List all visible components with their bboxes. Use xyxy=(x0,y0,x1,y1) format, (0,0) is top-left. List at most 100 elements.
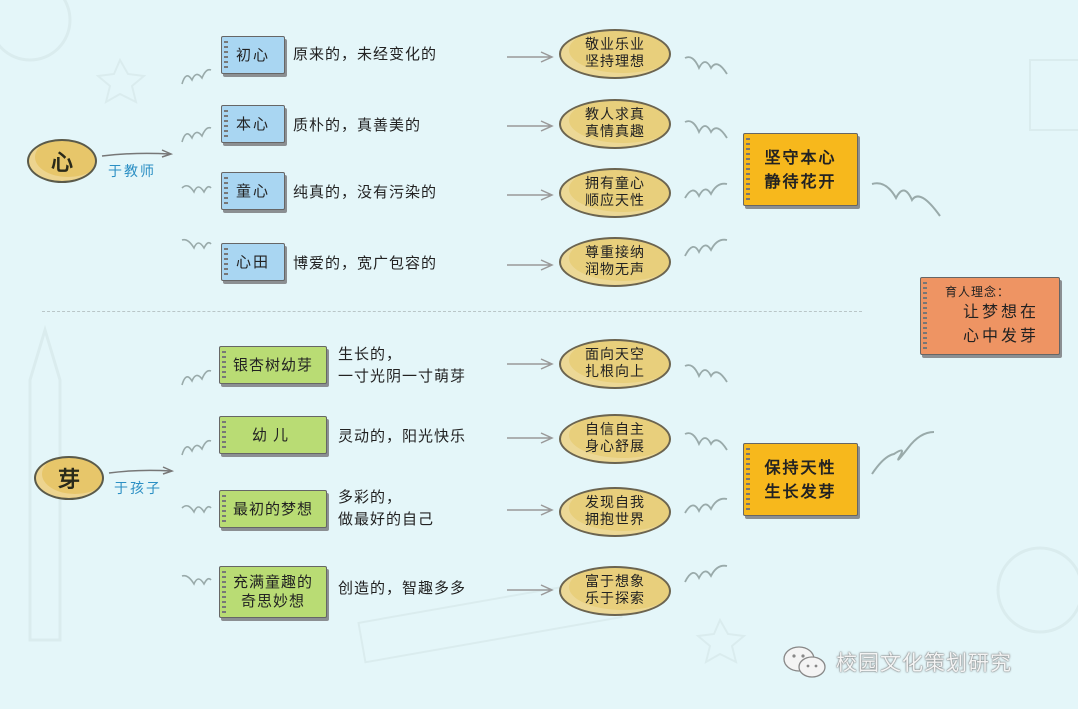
desc-text: 灵动的，阳光快乐 xyxy=(338,425,466,447)
result-line: 富于想象 xyxy=(585,574,645,590)
summary-line: 生长发芽 xyxy=(764,481,837,501)
desc-line: 生长的， xyxy=(338,345,403,363)
arrow-right-icon xyxy=(507,584,554,596)
arrow-right-icon xyxy=(507,189,554,201)
section-divider xyxy=(42,311,862,312)
result-line: 身心舒展 xyxy=(585,439,645,455)
curl-connector-icon xyxy=(181,238,212,250)
desc-line: 灵动的，阳光快乐 xyxy=(338,427,467,445)
curl-connector-icon xyxy=(684,364,728,383)
philosophy-line: 让梦想在 xyxy=(963,302,1040,321)
desc-line: 创造的，智趣多多 xyxy=(338,579,467,597)
result-line: 润物无声 xyxy=(585,262,645,278)
wechat-icon xyxy=(783,646,826,678)
desc-line: 一寸光阴一寸萌芽 xyxy=(338,367,467,385)
root-node-heart: 心 xyxy=(27,139,97,183)
curl-connector-icon xyxy=(871,182,941,217)
root-arrow-icon xyxy=(108,466,175,475)
term-box-benxin: 本心 xyxy=(221,105,285,143)
desc-text: 纯真的，没有污染的 xyxy=(293,183,438,201)
root-node-sprout: 芽 xyxy=(34,456,104,500)
root-label-teacher: 于教师 xyxy=(108,164,156,180)
curl-connector-icon xyxy=(684,182,728,199)
philosophy-title: 育人理念： xyxy=(945,285,1011,299)
result-line: 尊重接纳 xyxy=(585,245,645,261)
desc-text: 创造的，智趣多多 xyxy=(338,577,466,599)
desc-text: 博爱的，宽广包容的 xyxy=(293,254,438,272)
term-text: 本心 xyxy=(235,114,270,133)
result-line: 自信自主 xyxy=(585,422,645,438)
curl-connector-icon xyxy=(181,184,212,194)
summary-line: 坚守本心 xyxy=(764,147,837,167)
term-box-dream: 最初的梦想 xyxy=(219,490,327,528)
term-text: 童心 xyxy=(235,181,270,200)
curl-connector-icon xyxy=(684,120,728,139)
root-label-child: 于孩子 xyxy=(114,481,162,497)
term-box-tongxin: 童心 xyxy=(221,172,285,210)
philosophy-line: 心中发芽 xyxy=(963,326,1040,345)
summary-line: 静待花开 xyxy=(764,171,837,191)
term-box-child: 幼儿 xyxy=(219,416,327,454)
term-box-chuxin: 初心 xyxy=(221,36,285,74)
root-arrow-icon xyxy=(101,149,174,158)
result-ellipse: 发现自我拥抱世界 xyxy=(559,487,671,537)
curl-connector-icon xyxy=(181,68,212,85)
result-line: 面向天空 xyxy=(585,347,645,363)
term-line: 充满童趣的 xyxy=(232,573,313,591)
curl-connector-icon xyxy=(181,126,212,143)
arrow-right-icon xyxy=(507,432,554,444)
desc-text: 质朴的，真善美的 xyxy=(293,116,422,134)
result-line: 敬业乐业 xyxy=(585,37,645,53)
term-box-xintian: 心田 xyxy=(221,243,285,281)
result-line: 真情真趣 xyxy=(585,124,645,140)
result-ellipse: 教人求真真情真趣 xyxy=(559,99,671,149)
term-box-ginkgo: 银杏树幼芽 xyxy=(219,346,327,384)
summary-box-child: 保持天性生长发芽 xyxy=(743,443,858,516)
curl-connector-icon xyxy=(181,369,212,386)
term-text: 幼儿 xyxy=(251,425,294,444)
curl-connector-icon xyxy=(181,504,212,514)
curl-connector-icon xyxy=(684,238,728,257)
result-line: 坚持理想 xyxy=(585,54,645,70)
desc-text: 生长的， 一寸光阴一寸萌芽 xyxy=(338,343,466,387)
term-box-imagination: 充满童趣的奇思妙想 xyxy=(219,566,327,618)
desc-line: 多彩的， xyxy=(338,488,403,506)
desc-text: 原来的，未经变化的 xyxy=(293,45,438,63)
result-line: 教人求真 xyxy=(585,107,645,123)
arrow-right-icon xyxy=(507,120,554,132)
curl-connector-icon xyxy=(871,431,935,475)
term-line: 奇思妙想 xyxy=(240,592,305,610)
result-line: 乐于探索 xyxy=(585,591,645,607)
curl-connector-icon xyxy=(684,497,728,514)
philosophy-box: 育人理念： 让梦想在 心中发芽 xyxy=(920,277,1060,355)
result-line: 顺应天性 xyxy=(585,193,645,209)
result-ellipse: 面向天空扎根向上 xyxy=(559,339,671,389)
arrow-right-icon xyxy=(507,259,554,271)
result-line: 扎根向上 xyxy=(585,364,645,380)
curl-connector-icon xyxy=(181,574,212,586)
curl-connector-icon xyxy=(684,432,728,451)
root-node-text: 芽 xyxy=(57,468,80,493)
result-ellipse: 敬业乐业坚持理想 xyxy=(559,29,671,79)
term-text: 初心 xyxy=(235,45,270,64)
watermark: 校园文化策划研究 xyxy=(782,645,1012,679)
summary-box-teacher: 坚守本心静待花开 xyxy=(743,133,858,206)
result-line: 发现自我 xyxy=(585,495,645,511)
watermark-text: 校园文化策划研究 xyxy=(836,651,1012,675)
root-node-text: 心 xyxy=(50,151,73,176)
curl-connector-icon xyxy=(684,56,728,75)
result-line: 拥抱世界 xyxy=(585,512,645,528)
result-ellipse: 拥有童心顺应天性 xyxy=(559,168,671,218)
result-ellipse: 自信自主身心舒展 xyxy=(559,414,671,464)
summary-line: 保持天性 xyxy=(764,457,837,477)
arrow-right-icon xyxy=(507,504,554,516)
result-line: 拥有童心 xyxy=(585,176,645,192)
term-text: 最初的梦想 xyxy=(232,499,313,518)
arrow-right-icon xyxy=(507,358,554,370)
desc-line: 做最好的自己 xyxy=(338,510,435,528)
result-ellipse: 富于想象乐于探索 xyxy=(559,566,671,616)
term-text: 银杏树幼芽 xyxy=(232,355,313,374)
desc-text: 多彩的， 做最好的自己 xyxy=(338,486,434,530)
